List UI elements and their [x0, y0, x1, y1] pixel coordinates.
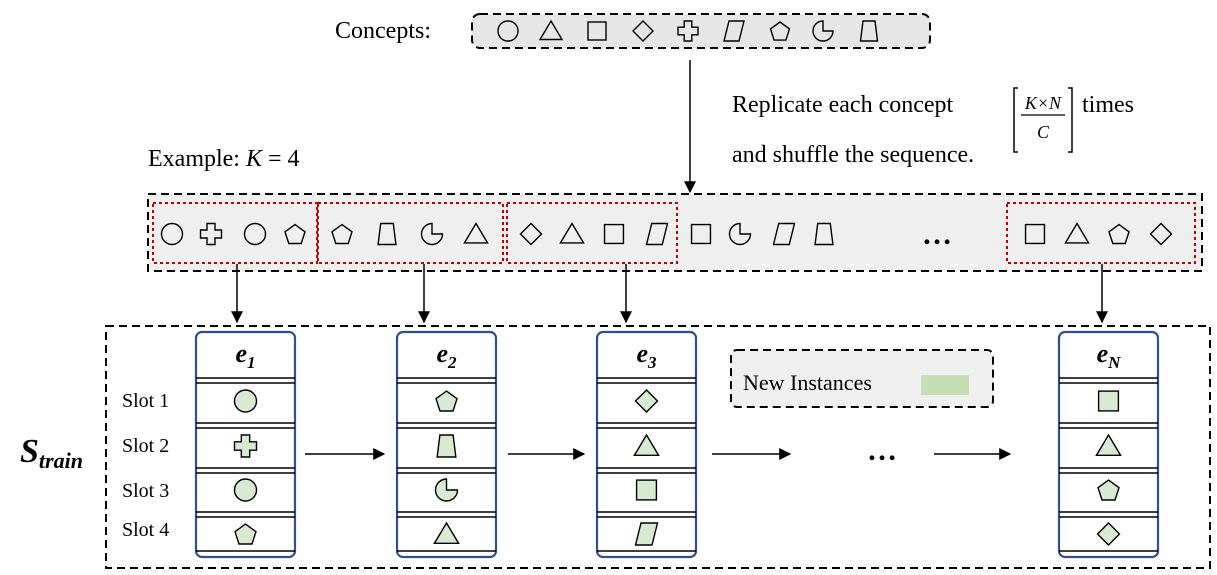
- square-icon: [1097, 390, 1120, 412]
- square-icon: [1024, 223, 1046, 245]
- pacman-icon: [420, 222, 444, 246]
- cross-icon: [199, 222, 223, 246]
- group-box: [1006, 202, 1196, 264]
- instruction-times: times: [1082, 92, 1134, 118]
- parallelogram-icon: [645, 222, 669, 246]
- fraction-denominator: C: [1037, 122, 1050, 142]
- square-icon: [690, 223, 712, 245]
- episode: e2: [395, 330, 498, 559]
- circle-icon: [160, 222, 184, 246]
- circle-icon: [243, 222, 267, 246]
- diamond-icon: [519, 222, 543, 246]
- train-label: Strain: [20, 433, 83, 473]
- group-box: [152, 202, 318, 264]
- parallelogram-icon: [634, 522, 659, 546]
- episode-title: e2: [436, 339, 457, 372]
- concepts-label: Concepts:: [335, 18, 431, 44]
- episode-title: e1: [235, 339, 255, 372]
- example-label: Example: K = 4: [148, 146, 300, 172]
- cross-icon: [677, 20, 699, 42]
- square-icon: [635, 479, 658, 501]
- triangle-icon: [559, 222, 585, 244]
- triangle-icon: [433, 521, 460, 545]
- trapezoid-icon: [436, 434, 457, 458]
- episodes-ellipsis: …: [867, 434, 897, 467]
- group-box: [317, 202, 504, 264]
- concepts-box: [471, 13, 931, 49]
- slot-label: Slot 4: [122, 519, 169, 541]
- sequence-box: [147, 193, 1203, 272]
- slot-labels: Slot 1 Slot 2 Slot 3 Slot 4: [122, 390, 169, 541]
- sequence-content: …: [152, 202, 1196, 264]
- pacman-icon: [812, 20, 834, 42]
- diamond-icon: [632, 20, 654, 42]
- fraction-numerator: K×N: [1024, 93, 1062, 113]
- square-icon: [603, 223, 625, 245]
- pentagon-icon: [769, 21, 791, 41]
- group-arrows: [231, 264, 1108, 324]
- triangle-icon: [1064, 222, 1090, 244]
- circle-icon: [233, 389, 258, 413]
- diamond-icon: [1096, 522, 1121, 546]
- parallelogram-icon: [723, 20, 745, 42]
- episode: e3: [595, 330, 698, 559]
- square-icon: [587, 21, 607, 41]
- parallelogram-icon: [772, 222, 796, 246]
- pacman-icon: [434, 478, 459, 502]
- diamond-icon: [634, 389, 659, 413]
- legend-swatch: [921, 375, 969, 395]
- pentagon-icon: [331, 223, 353, 245]
- episode: eN: [1057, 330, 1160, 559]
- concept-shapes: [497, 19, 879, 42]
- group-box: [506, 202, 678, 264]
- episodes: e1 e2 e3 eN: [194, 330, 1160, 559]
- slot-label: Slot 1: [122, 390, 169, 412]
- sequence-ellipsis: …: [922, 218, 952, 251]
- legend-label: New Instances: [743, 370, 872, 395]
- trapezoid-icon: [814, 222, 834, 246]
- triangle-icon: [1095, 433, 1122, 457]
- circle-icon: [497, 20, 519, 42]
- fraction: K×N C: [1013, 87, 1073, 153]
- trapezoid-icon: [859, 20, 879, 42]
- cross-icon: [233, 434, 258, 458]
- diamond-icon: [1149, 222, 1173, 246]
- train-box: [105, 325, 1211, 569]
- triangle-icon: [538, 19, 564, 41]
- slot-label: Slot 3: [122, 480, 169, 502]
- triangle-icon: [633, 433, 660, 457]
- triangle-icon: [463, 222, 489, 244]
- pentagon-icon: [284, 223, 306, 245]
- pentagon-icon: [234, 523, 257, 545]
- instruction-line1: Replicate each concept: [732, 92, 954, 118]
- episode: e1: [194, 330, 297, 559]
- circle-icon: [233, 478, 258, 502]
- pentagon-icon: [1097, 479, 1120, 501]
- episode-title: e3: [636, 339, 657, 372]
- instruction-line2: and shuffle the sequence.: [732, 142, 974, 168]
- pacman-icon: [728, 222, 752, 246]
- slot-label: Slot 2: [122, 435, 169, 457]
- pentagon-icon: [435, 390, 458, 412]
- pentagon-icon: [1108, 223, 1130, 245]
- episode-title: eN: [1097, 339, 1122, 372]
- trapezoid-icon: [377, 222, 397, 246]
